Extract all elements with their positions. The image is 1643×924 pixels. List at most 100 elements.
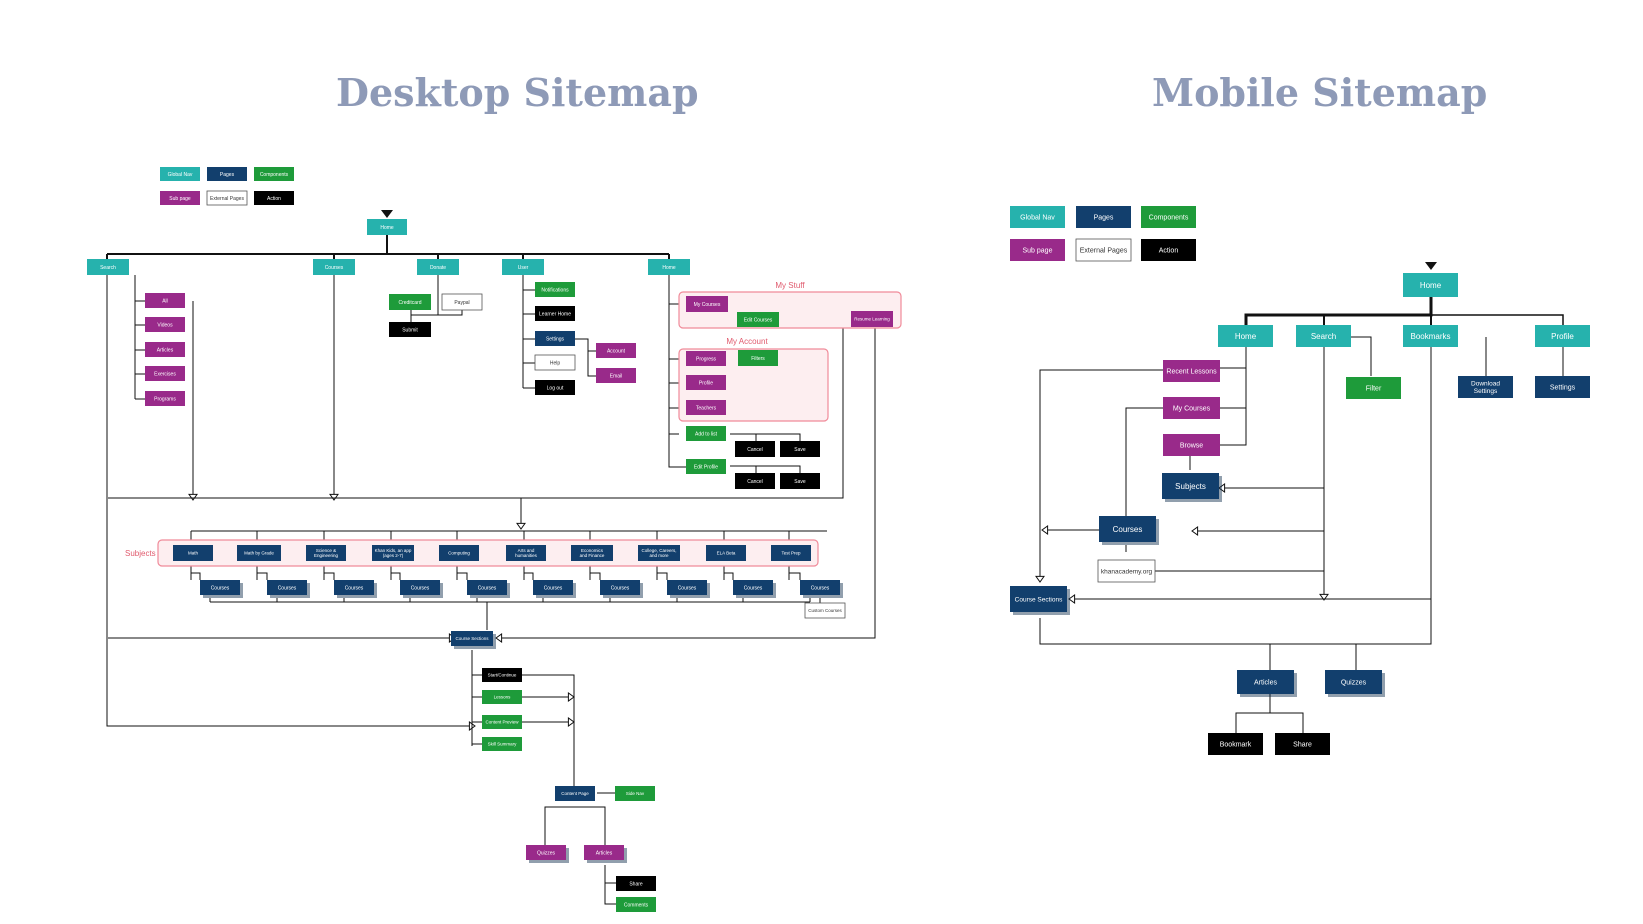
- node-mobile-nodes-quizzes-label: Quizzes: [1341, 679, 1367, 686]
- connector-line: [590, 572, 601, 580]
- node-desktop-nodes-submit-label: Submit: [402, 327, 418, 333]
- node-mobile-nodes-subjects-label: Subjects: [1175, 482, 1206, 491]
- node-subject-7-label: College, Careers,: [641, 548, 676, 553]
- mobile-legend-action-label: Action: [1159, 247, 1179, 254]
- node-desktop-nodes-exercises-label: Exercises: [154, 371, 176, 377]
- node-desktop-nodes-content-page: Content Page: [555, 786, 595, 801]
- node-mobile-nodes-profile: Profile: [1535, 325, 1590, 347]
- mobile-legend-global-nav: Global Nav: [1010, 206, 1065, 228]
- connector-line: [106, 275, 470, 727]
- node-mobile-nodes-my-courses: My Courses: [1163, 397, 1220, 419]
- node-desktop-nodes-edit-profile: Edit Profile: [686, 459, 726, 474]
- mobile-legend-pages-label: Pages: [1094, 214, 1114, 221]
- node-desktop-nodes-side-nav: Side Nav: [615, 786, 655, 801]
- node-desktop-nodes-content-preview: Content Preview: [482, 715, 522, 729]
- node-desktop-nodes-add-to-list: Add to list: [686, 426, 726, 441]
- connector-arrow: [495, 633, 503, 643]
- node-subject-courses-6: Courses: [600, 580, 643, 598]
- legend-action: Action: [254, 191, 294, 205]
- node-subject-courses-8: Courses: [733, 580, 776, 598]
- node-desktop-nodes-home2-label: Home: [662, 265, 676, 271]
- legend-components: Components: [254, 167, 294, 181]
- node-mobile-nodes-home: Home: [1403, 273, 1458, 297]
- legend-action-label: Action: [267, 196, 281, 202]
- node-subject-courses-4-label: Courses: [478, 585, 497, 591]
- connector-line: [730, 465, 757, 473]
- node-subject-4-label: Computing: [448, 551, 470, 556]
- node-desktop-nodes-all-label: All: [162, 298, 168, 304]
- node-subject-9-label: Test Prep: [781, 551, 801, 556]
- connector-arrow: [1035, 575, 1045, 583]
- node-desktop-save-1: Save: [780, 441, 820, 457]
- connector-line: [391, 572, 401, 580]
- node-desktop-nodes-settings-label: Settings: [546, 336, 565, 342]
- mobile-legend-components-label: Components: [1149, 214, 1189, 221]
- connector-line: [1039, 297, 1432, 645]
- node-subject-8: ELA Beta: [706, 545, 746, 561]
- node-subject-3-label: Khan Kids, an app: [375, 548, 412, 553]
- node-desktop-nodes-teachers: Teachers: [686, 400, 726, 415]
- connector-line: [1431, 314, 1564, 325]
- node-desktop-nodes-course-sections-label: Course Sections: [455, 636, 489, 641]
- node-desktop-nodes-courses: Courses: [313, 259, 355, 275]
- node-subject-courses-1: Courses: [267, 580, 310, 598]
- node-desktop-nodes-resume-learning-label: Resume Learning: [854, 317, 890, 322]
- connector-arrow: [567, 717, 575, 727]
- node-desktop-cancel-2-label: Cancel: [747, 479, 763, 485]
- node-desktop-nodes-home-label: Home: [380, 225, 394, 231]
- node-desktop-nodes-logout-label: Log out: [547, 385, 564, 391]
- node-mobile-nodes-filter: Filter: [1346, 377, 1401, 399]
- node-desktop-nodes-comments-label: Comments: [624, 902, 649, 908]
- node-mobile-nodes-home2: Home: [1218, 325, 1273, 347]
- desktop-sitemap-title: Desktop Sitemap: [336, 70, 699, 115]
- legend-sub-page-label: Sub page: [169, 196, 191, 202]
- connector-arrow: [329, 493, 339, 501]
- node-desktop-nodes-email-label: Email: [610, 373, 623, 379]
- node-desktop-nodes-profile-label: Profile: [699, 380, 713, 386]
- connector-line: [1351, 336, 1372, 376]
- node-subject-3-label: (ages 2-7): [383, 553, 404, 558]
- node-subject-courses-9: Courses: [800, 580, 843, 598]
- group-my-account-label: My Account: [726, 337, 768, 346]
- node-desktop-nodes-progress: Progress: [686, 351, 726, 366]
- entry-arrow: [1425, 262, 1437, 270]
- node-subject-2-label: Science &: [316, 548, 336, 553]
- connector-line: [657, 572, 668, 580]
- node-desktop-nodes-filters-label: Filters: [751, 356, 765, 362]
- node-desktop-nodes-creditcard-label: Creditcard: [398, 300, 421, 306]
- node-desktop-nodes-lessons: Lessons: [482, 690, 522, 704]
- node-desktop-cancel-1: Cancel: [735, 441, 775, 457]
- connector-line: [1220, 347, 1247, 446]
- legend-sub-page: Sub page: [160, 191, 200, 205]
- node-desktop-nodes-content-page-label: Content Page: [561, 791, 589, 796]
- connector-line: [500, 304, 876, 639]
- node-subject-3: Khan Kids, an app(ages 2-7): [372, 545, 414, 561]
- legend-components-label: Components: [260, 172, 289, 178]
- connector-line: [324, 572, 335, 580]
- node-subject-6-label: Economics: [581, 548, 604, 553]
- entry-arrow: [381, 210, 393, 218]
- node-mobile-nodes-settings-label: Settings: [1550, 384, 1576, 391]
- legend-external-label: External Pages: [210, 196, 244, 202]
- node-subject-8-label: ELA Beta: [717, 551, 736, 556]
- node-mobile-nodes-courses: Courses: [1099, 516, 1159, 545]
- connector-line: [730, 433, 801, 441]
- group-my-stuff-label: My Stuff: [775, 281, 805, 290]
- node-mobile-nodes-khanacademy-label: khanacademy.org: [1101, 568, 1153, 575]
- node-desktop-nodes-articles2-label: Articles: [596, 850, 613, 856]
- node-mobile-nodes-quizzes: Quizzes: [1325, 670, 1385, 697]
- node-desktop-nodes-paypal: Paypal: [441, 293, 483, 311]
- connector-line: [724, 572, 734, 580]
- node-desktop-nodes-donate-label: Donate: [430, 265, 446, 271]
- node-subject-0: Math: [173, 545, 213, 561]
- node-mobile-nodes-share: Share: [1275, 733, 1330, 755]
- mobile-legend-components: Components: [1141, 206, 1196, 228]
- connector-line: [108, 327, 844, 499]
- mobile-legend-pages: Pages: [1076, 206, 1131, 228]
- connector-line: [257, 572, 268, 580]
